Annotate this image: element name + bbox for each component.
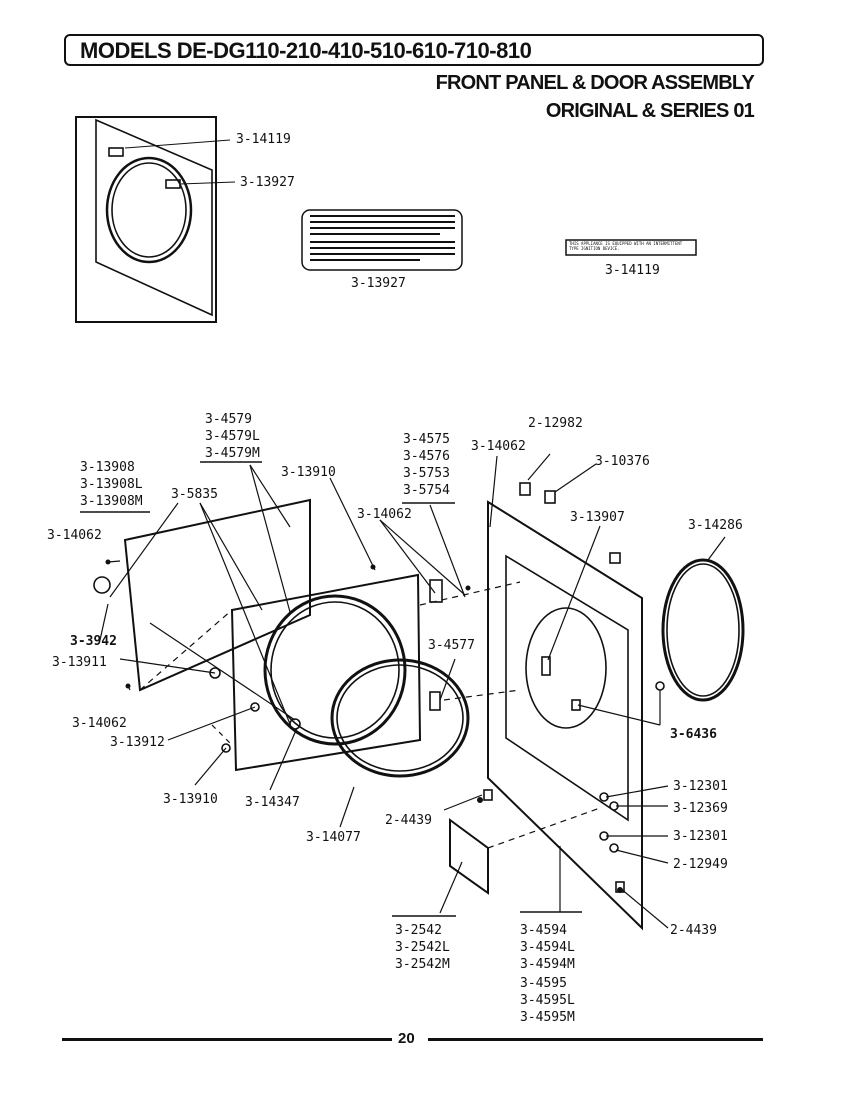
part-label-screw-left-bottom: 3-14062 bbox=[72, 716, 127, 731]
inset-label-bottom: 3-13927 bbox=[240, 175, 295, 190]
part-label-seal-ring: 3-14286 bbox=[688, 518, 743, 533]
part-label-front-panel-2: 3-4594L bbox=[520, 940, 575, 955]
door-window-ring bbox=[263, 594, 407, 746]
seal-ring bbox=[661, 558, 745, 702]
part-label-hinge-lower: 3-4577 bbox=[428, 638, 475, 653]
part-label-screw-center: 3-14062 bbox=[357, 507, 412, 522]
part-label-pin-c: 3-12301 bbox=[673, 829, 728, 844]
inset-front-panel-drawing bbox=[75, 116, 236, 323]
part-label-door-outer-1: 3-4579 bbox=[205, 412, 252, 427]
models-title: MODELS DE-DG110-210-410-510-610-710-810 bbox=[80, 38, 532, 63]
series-title: ORIGINAL & SERIES 01 bbox=[545, 100, 755, 122]
ignition-label-text: THIS APPLIANCE IS EQUIPPED WITH AN INTER… bbox=[569, 241, 683, 251]
inset-label-top: 3-14119 bbox=[236, 132, 291, 147]
ignition-label-card bbox=[565, 239, 697, 256]
part-label-door-inner-3: 3-13908M bbox=[80, 494, 143, 509]
part-label-pin-b: 3-12369 bbox=[673, 801, 728, 816]
part-label-spacer: 3-13911 bbox=[52, 655, 107, 670]
caution-label-part: 3-13927 bbox=[351, 276, 406, 291]
ignition-label-part: 3-14119 bbox=[605, 263, 660, 278]
part-label-catch: 3-3942 bbox=[70, 634, 117, 649]
section-title: FRONT PANEL & DOOR ASSEMBLY bbox=[435, 72, 755, 94]
footer-rule-left bbox=[62, 1038, 392, 1041]
part-label-glass-ring: 3-14347 bbox=[245, 795, 300, 810]
part-label-access-panel-3: 3-2542M bbox=[395, 957, 450, 972]
part-label-front-panel-3: 3-4594M bbox=[520, 957, 575, 972]
part-label-access-panel-2: 3-2542L bbox=[395, 940, 450, 955]
part-label-pin-d: 2-12949 bbox=[673, 857, 728, 872]
part-label-front-panel-1: 3-4594 bbox=[520, 923, 567, 938]
part-label-front-panel-5: 3-4595L bbox=[520, 993, 575, 1008]
part-label-door-outer-2: 3-4579L bbox=[205, 429, 260, 444]
part-label-strike-screw: 2-12982 bbox=[528, 416, 583, 431]
part-label-front-panel-bracket: 3-13907 bbox=[570, 510, 625, 525]
part-label-hinge-screw: 3-5835 bbox=[171, 487, 218, 502]
part-label-bracket-top: 3-13910 bbox=[281, 465, 336, 480]
part-label-door-inner-1: 3-13908 bbox=[80, 460, 135, 475]
part-label-front-panel-6: 3-4595M bbox=[520, 1010, 575, 1025]
part-label-door-outer-3: 3-4579M bbox=[205, 446, 260, 461]
part-label-gasket: 3-14077 bbox=[306, 830, 361, 845]
part-label-hinge-2: 3-4576 bbox=[403, 449, 450, 464]
models-title-box: MODELS DE-DG110-210-410-510-610-710-810 bbox=[64, 34, 764, 66]
part-label-clip: 3-13912 bbox=[110, 735, 165, 750]
part-label-hinge-1: 3-4575 bbox=[403, 432, 450, 447]
part-label-switch-bracket: 3-10376 bbox=[595, 454, 650, 469]
caution-label-card bbox=[301, 209, 463, 271]
part-label-door-inner-2: 3-13908L bbox=[80, 477, 143, 492]
part-label-hinge-4: 3-5754 bbox=[403, 483, 450, 498]
door-outer-panel bbox=[123, 498, 311, 692]
part-label-screw-left-top: 3-14062 bbox=[47, 528, 102, 543]
part-label-bracket-bottom: 3-13910 bbox=[163, 792, 218, 807]
page-number: 20 bbox=[398, 1030, 415, 1047]
part-label-access-panel-1: 3-2542 bbox=[395, 923, 442, 938]
part-label-pin-a: 3-12301 bbox=[673, 779, 728, 794]
part-label-front-panel-4: 3-4595 bbox=[520, 976, 567, 991]
part-label-screw-front-upper: 2-4439 bbox=[385, 813, 432, 828]
door-inner-panel bbox=[230, 573, 422, 772]
access-panel bbox=[449, 818, 489, 895]
footer-rule-right bbox=[428, 1038, 763, 1041]
part-label-screw-top: 3-14062 bbox=[471, 439, 526, 454]
part-label-screw-front-lower: 2-4439 bbox=[670, 923, 717, 938]
gasket-ring bbox=[330, 658, 470, 778]
part-label-bumper: 3-6436 bbox=[670, 727, 717, 742]
part-label-hinge-3: 3-5753 bbox=[403, 466, 450, 481]
main-front-panel bbox=[487, 500, 643, 931]
